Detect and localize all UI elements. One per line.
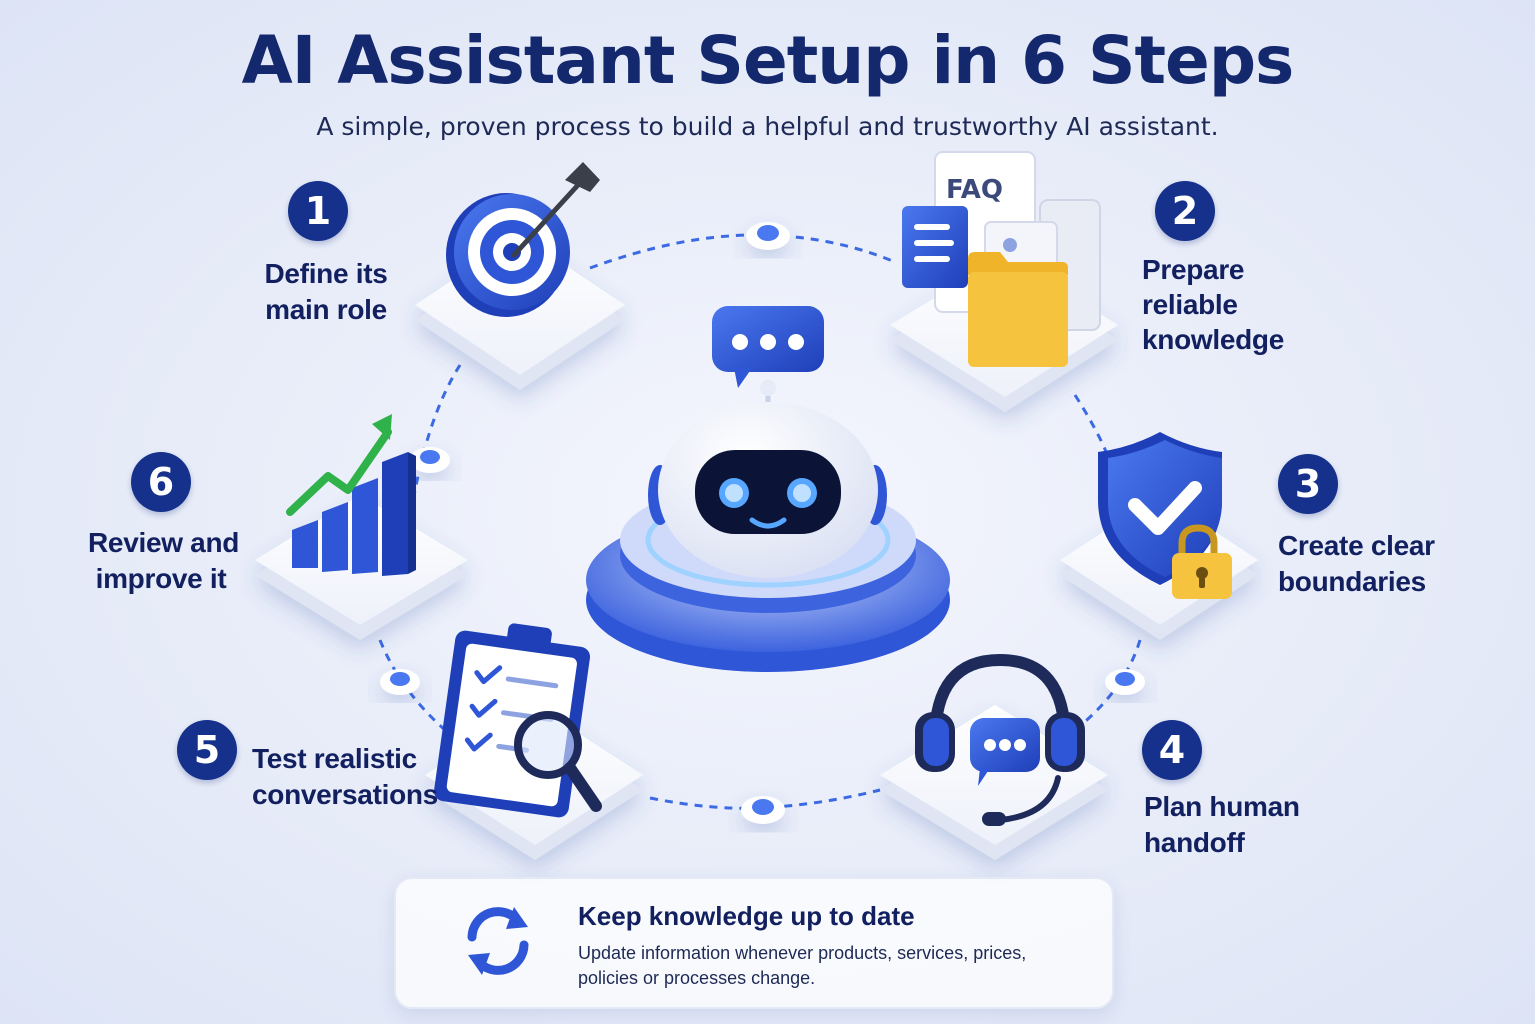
step-label-line: main role [265,294,387,325]
step-label-line: handoff [1144,827,1245,858]
step-label-line: conversations [252,779,438,810]
robot-chat-icon [586,306,950,672]
step-number-6: 6 [131,452,191,512]
step-label-line: reliable [1142,289,1238,320]
shield-lock-icon [1098,432,1232,599]
step-label-3: Create clear boundaries [1278,528,1435,600]
ring-node [741,796,785,824]
step-label-6: Review and improve it [88,525,240,597]
step-label-line: boundaries [1278,566,1426,597]
step-label-line: Prepare [1142,254,1245,285]
ring-node [410,447,450,473]
step-label-line: improve it [95,563,227,594]
ring-node [746,222,790,250]
tip-card: Keep knowledge up to date Update informa… [394,877,1114,1009]
page-subtitle: A simple, proven process to build a help… [316,112,1219,141]
step-number-2: 2 [1155,181,1215,241]
step-label-line: Create clear [1278,530,1435,561]
tip-body: Update information whenever products, se… [578,943,1027,988]
step-number-1: 1 [288,181,348,241]
target-icon [446,162,600,317]
step-label-line: Review and [88,527,240,558]
step-label-line: Test realistic [252,743,417,774]
step-number-4: 4 [1142,720,1202,780]
step-label-1: Define its main role [256,256,396,328]
faq-label: FAQ [946,175,1003,205]
step-label-line: knowledge [1142,324,1284,355]
growth-chart-icon [286,414,416,576]
tip-title: Keep knowledge up to date [578,901,915,931]
ring-node [1105,669,1145,695]
clipboard-magnifier-icon [433,623,602,818]
step-number-5: 5 [177,720,237,780]
step-label-5: Test realistic conversations [252,741,438,813]
ring-node [380,669,420,695]
documents-folder-icon: FAQ [902,151,1101,367]
page-title: AI Assistant Setup in 6 Steps [241,22,1295,99]
step-number-3: 3 [1278,454,1338,514]
step-label-4: Plan human handoff [1144,789,1300,861]
step-label-line: Define its [264,258,388,289]
step-label-line: Plan human [1144,791,1300,822]
refresh-icon [467,907,529,975]
headset-chat-icon [915,653,1085,826]
step-label-2: Prepare reliable knowledge [1142,252,1284,357]
